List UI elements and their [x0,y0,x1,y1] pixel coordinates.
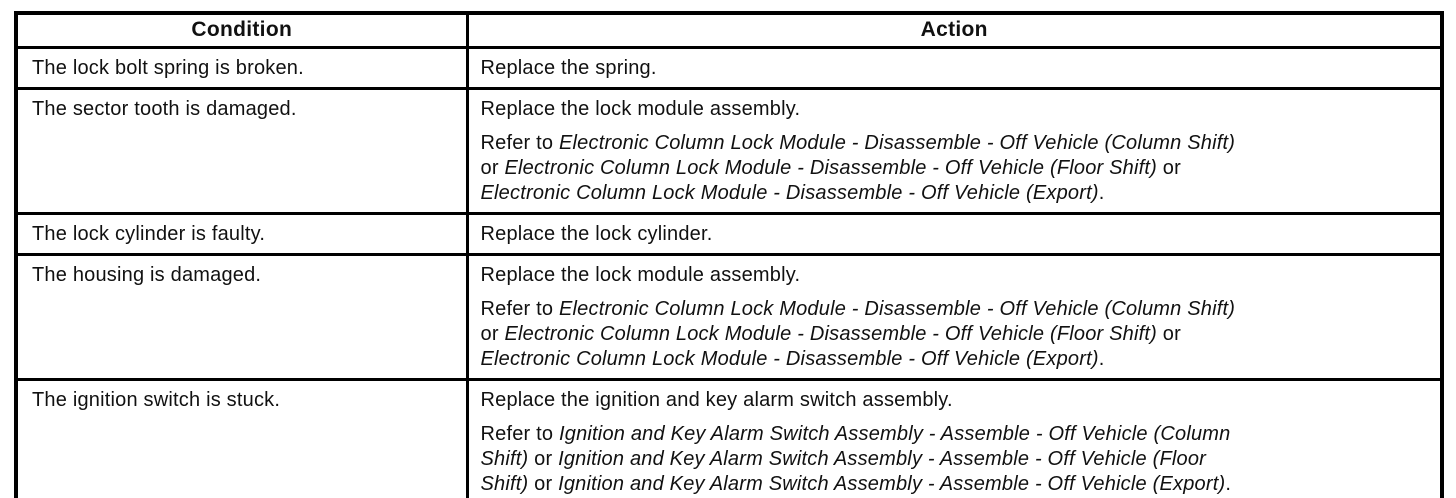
refer-text-run: or [480,157,505,179]
refer-line: Refer to Electronic Column Lock Module -… [481,297,1431,322]
table-body: The lock bolt spring is broken. Replace t… [14,46,1444,498]
refer-text-run: or [480,323,505,345]
condition-cell: The housing is damaged. [14,253,469,381]
refer-text: Refer to Electronic Column Lock Module -… [481,297,1431,372]
refer-line: Shift) or Ignition and Key Alarm Switch … [481,472,1431,497]
condition-cell: The lock bolt spring is broken. [14,46,469,90]
refer-text: Refer to Electronic Column Lock Module -… [481,131,1431,206]
document-title: Ignition and Key Alarm Switch Assembly -… [558,473,1226,495]
action-cell: Replace the ignition and key alarm switc… [465,378,1444,498]
refer-line: or Electronic Column Lock Module - Disas… [481,156,1431,181]
action-text: Replace the spring. [480,57,657,79]
condition-cell: The ignition switch is stuck. [14,378,469,498]
action-text: Replace the lock cylinder. [480,223,713,245]
condition-text: The lock cylinder is faulty. [32,223,266,245]
table-row: The sector tooth is damaged. Replace the … [14,87,1444,215]
document-title: Electronic Column Lock Module - Disassem… [480,348,1099,370]
refer-line: Refer to Electronic Column Lock Module -… [481,131,1431,156]
refer-line: Shift) or Ignition and Key Alarm Switch … [481,447,1431,472]
column-header-action: Action [465,11,1444,49]
condition-text: The ignition switch is stuck. [32,389,281,411]
condition-text: The lock bolt spring is broken. [32,57,304,79]
document-title: Shift) [480,448,529,470]
document-title: Electronic Column Lock Module - Disassem… [559,132,1236,154]
refer-text-run: Refer to [480,132,559,154]
refer-line: Electronic Column Lock Module - Disassem… [481,347,1431,372]
refer-text-run: Refer to [480,298,559,320]
refer-text-run: . [1098,348,1105,370]
condition-cell: The sector tooth is damaged. [14,87,469,215]
refer-text-run: . [1098,182,1105,204]
condition-text: The sector tooth is damaged. [32,98,297,120]
refer-text-run: or [1157,323,1181,345]
table-row: The lock cylinder is faulty. Replace the … [14,212,1444,256]
refer-text-run: . [1225,473,1232,495]
action-text: Replace the lock module assembly. [480,98,801,120]
action-cell: Replace the lock module assembly. Refer t… [465,253,1444,381]
refer-line: Electronic Column Lock Module - Disassem… [481,181,1431,206]
condition-text: The housing is damaged. [32,264,262,286]
refer-line: or Electronic Column Lock Module - Disas… [481,322,1431,347]
action-cell: Replace the lock cylinder. [465,212,1444,256]
table-header: Condition Action [14,11,1444,49]
refer-text: Refer to Ignition and Key Alarm Switch A… [481,422,1431,497]
header-row: Condition Action [14,11,1444,49]
refer-text-run: or [528,473,559,495]
document-title: Electronic Column Lock Module - Disassem… [504,157,1158,179]
document-title: Ignition and Key Alarm Switch Assembly -… [559,423,1231,445]
table-row: The housing is damaged. Replace the lock … [14,253,1444,381]
document-title: Electronic Column Lock Module - Disassem… [504,323,1158,345]
column-header-condition: Condition [14,11,469,49]
action-text: Replace the lock module assembly. [480,264,801,286]
action-text: Replace the ignition and key alarm switc… [480,389,953,411]
refer-text-run: or [528,448,559,470]
condition-action-table: Condition Action The lock bolt spring is… [14,11,1444,498]
refer-line: Refer to Ignition and Key Alarm Switch A… [481,422,1431,447]
document-title: Ignition and Key Alarm Switch Assembly -… [558,448,1207,470]
table-row: The lock bolt spring is broken. Replace t… [14,46,1444,90]
condition-cell: The lock cylinder is faulty. [14,212,469,256]
action-cell: Replace the lock module assembly. Refer t… [465,87,1444,215]
action-cell: Replace the spring. [465,46,1444,90]
refer-text-run: Refer to [480,423,559,445]
document-title: Shift) [480,473,529,495]
table-row: The ignition switch is stuck. Replace the… [14,378,1444,498]
document-title: Electronic Column Lock Module - Disassem… [559,298,1236,320]
document-title: Electronic Column Lock Module - Disassem… [480,182,1099,204]
refer-text-run: or [1157,157,1181,179]
